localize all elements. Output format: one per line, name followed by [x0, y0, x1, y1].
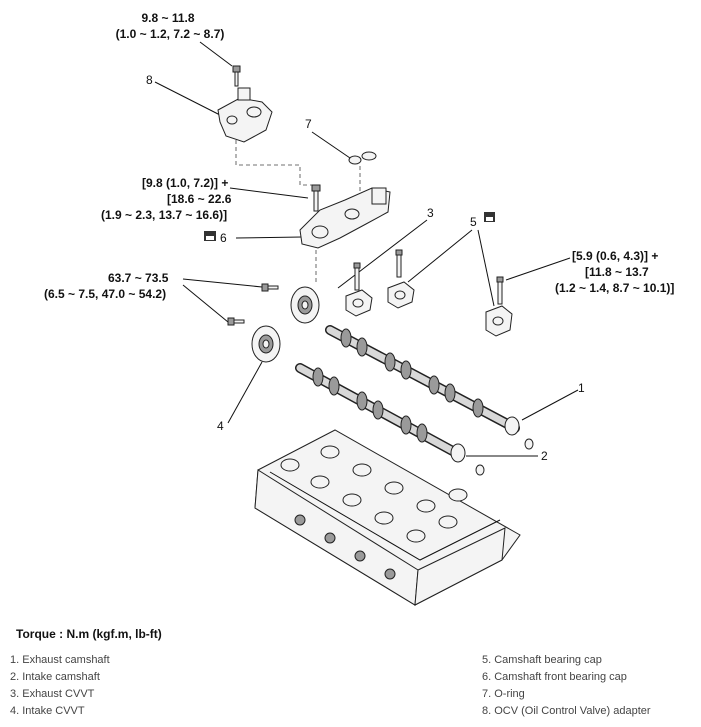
exhaust-camshaft [325, 325, 520, 436]
leader-cvvt-torque-b [182, 284, 229, 323]
torque-cvvt-line2: (6.5 ~ 7.5, 47.0 ~ 54.2) [44, 287, 166, 301]
leader-cvvt-torque-a [182, 278, 263, 288]
ocv-alignment-line [235, 140, 318, 186]
legend-item-8: 8. OCV (Oil Control Valve) adapter [482, 705, 651, 717]
leader-6 [235, 236, 303, 239]
legend-item-4: 4. Intake CVVT [10, 705, 85, 717]
leader-1 [521, 389, 579, 421]
callout-4: 4 [217, 419, 224, 433]
cvvt-bolts [227, 283, 279, 326]
leader-ocv-torque [199, 41, 233, 67]
ocv-adapter [217, 87, 273, 143]
leader-4 [227, 361, 263, 424]
torque-front-cap-line1: [9.8 (1.0, 7.2)] + [142, 176, 228, 190]
intake-cvvt [251, 325, 281, 363]
callout-2: 2 [541, 449, 548, 463]
parts-legend-left: 1. Exhaust camshaft 2. Intake camshaft 3… [10, 652, 110, 720]
legend-item-1: 1. Exhaust camshaft [10, 654, 110, 666]
torque-cvvt-line1: 63.7 ~ 73.5 [108, 271, 169, 285]
callout-8: 8 [146, 73, 153, 87]
torque-bearing-cap-line3: (1.2 ~ 1.4, 8.7 ~ 10.1)] [555, 281, 674, 295]
o-ring [348, 151, 377, 165]
callout-3: 3 [427, 206, 434, 220]
torque-ocv-line2: (1.0 ~ 1.2, 7.2 ~ 8.7) [116, 27, 225, 41]
callout-6: 6 [220, 231, 227, 245]
torque-front-cap-line3: (1.9 ~ 2.3, 13.7 ~ 16.6)] [101, 208, 227, 222]
leader-5b [477, 229, 495, 307]
leader-bearing-cap-torque [505, 257, 571, 281]
leader-front-cap-torque [229, 187, 309, 199]
callout-1: 1 [578, 381, 585, 395]
leader-5a [407, 229, 473, 283]
front-cap-bolt [311, 184, 321, 212]
wrench-icon-5 [484, 212, 495, 222]
torque-units-heading: Torque : N.m (kgf.m, lb-ft) [16, 627, 162, 641]
exhaust-cvvt [290, 286, 320, 324]
camshaft-front-bearing-cap [299, 187, 391, 249]
legend-item-2: 2. Intake camshaft [10, 671, 100, 683]
callout-5: 5 [470, 215, 477, 229]
legend-item-6: 6. Camshaft front bearing cap [482, 671, 627, 683]
camshaft-bearing-caps [345, 281, 513, 337]
torque-bearing-cap-line1: [5.9 (0.6, 4.3)] + [572, 249, 658, 263]
cylinder-head [254, 429, 521, 606]
leader-3 [337, 219, 428, 289]
seal-rings [475, 438, 534, 476]
torque-ocv-line1: 9.8 ~ 11.8 [141, 11, 194, 25]
intake-camshaft [295, 363, 466, 463]
wrench-icon-6 [204, 231, 216, 241]
parts-legend-right: 5. Camshaft bearing cap 6. Camshaft fron… [482, 652, 651, 720]
callout-7: 7 [305, 117, 312, 131]
legend-item-5: 5. Camshaft bearing cap [482, 654, 602, 666]
leader-8 [154, 81, 221, 116]
ocv-adapter-bolt [232, 65, 241, 87]
legend-item-3: 3. Exhaust CVVT [10, 688, 95, 700]
torque-front-cap-line2: [18.6 ~ 22.6 [167, 192, 232, 206]
bearing-cap-bolts [353, 249, 504, 305]
leader-7 [311, 131, 351, 159]
exploded-camshaft-diagram: 9.8 ~ 11.8 (1.0 ~ 1.2, 7.2 ~ 8.7) 8 7 [9… [44, 11, 674, 606]
legend-item-7: 7. O-ring [482, 688, 525, 700]
torque-bearing-cap-line2: [11.8 ~ 13.7 [585, 265, 649, 279]
